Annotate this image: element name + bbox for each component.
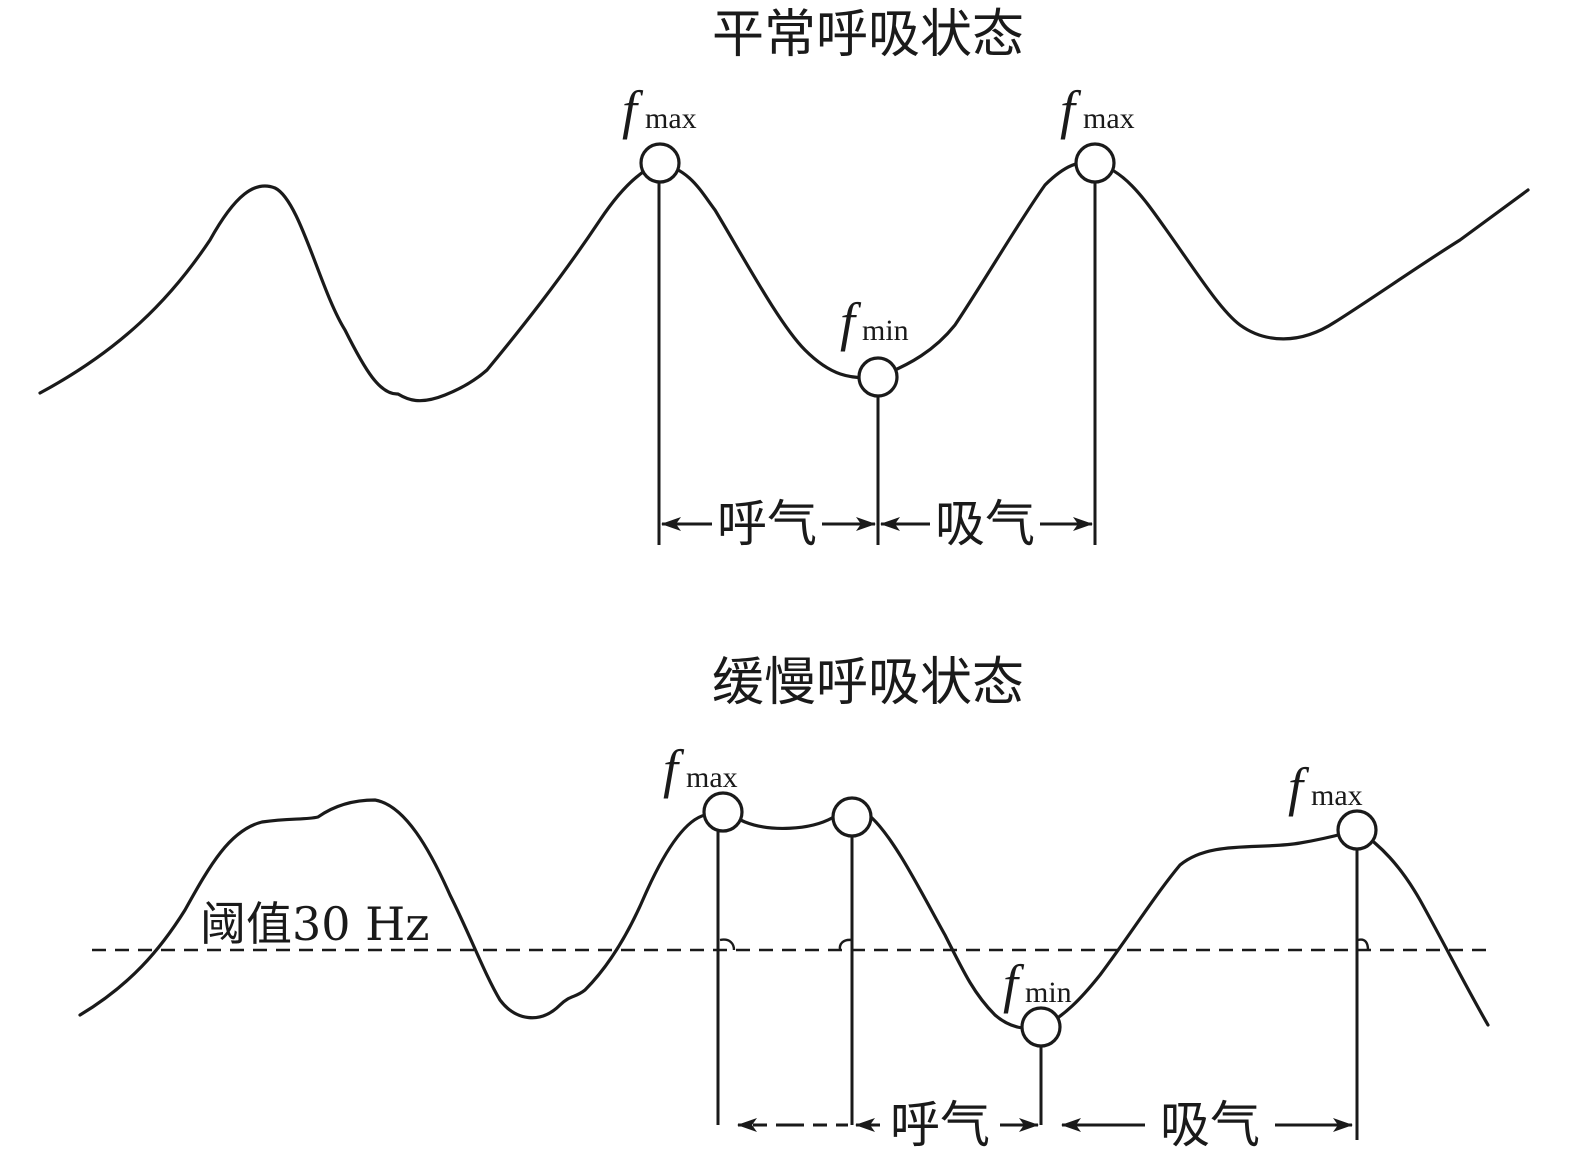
svg-text:f: f bbox=[1060, 80, 1082, 140]
threshold-cross-tick-2 bbox=[838, 938, 853, 951]
svg-text:f: f bbox=[1003, 954, 1025, 1014]
svg-text:min: min bbox=[862, 314, 909, 347]
normal-inhale-label: 吸气 bbox=[935, 495, 1035, 553]
fmin-label: f min bbox=[840, 292, 909, 352]
slow-panel-title: 缓慢呼吸状态 bbox=[712, 653, 1024, 713]
svg-text:f: f bbox=[622, 80, 644, 140]
normal-panel-title: 平常呼吸状态 bbox=[712, 5, 1024, 65]
svg-text:max: max bbox=[686, 761, 738, 794]
svg-text:f: f bbox=[840, 292, 862, 352]
normal-exhale-label: 呼气 bbox=[717, 495, 817, 553]
svg-text:max: max bbox=[1083, 102, 1135, 135]
normal-breathing-curve bbox=[38, 160, 1530, 403]
threshold-cross-tick-1 bbox=[719, 938, 736, 951]
slow-breathing-curve bbox=[78, 798, 1490, 1031]
fmax-2-label: f max bbox=[1060, 80, 1135, 140]
slow-fmax-1-marker bbox=[702, 791, 744, 833]
slow-fmax-1-label: f max bbox=[663, 739, 738, 799]
threshold-cross-tick-3 bbox=[1357, 938, 1370, 951]
svg-text:max: max bbox=[645, 102, 697, 135]
fmax-1-marker bbox=[639, 142, 681, 184]
threshold-label: 阈值30 Hz bbox=[200, 897, 430, 951]
slow-fmin-label: f min bbox=[1003, 954, 1072, 1014]
fmax-1-label: f max bbox=[622, 80, 697, 140]
fmin-marker bbox=[857, 356, 899, 398]
slow-fmax-2-marker bbox=[1336, 809, 1378, 851]
svg-text:f: f bbox=[663, 739, 685, 799]
svg-text:min: min bbox=[1025, 976, 1072, 1009]
slow-fmax-2-label: f max bbox=[1288, 757, 1363, 817]
svg-text:f: f bbox=[1288, 757, 1310, 817]
svg-text:max: max bbox=[1311, 779, 1363, 812]
slow-inhale-label: 吸气 bbox=[1160, 1096, 1260, 1154]
slow-second-peak-marker bbox=[831, 796, 873, 838]
slow-exhale-label: 呼气 bbox=[890, 1096, 990, 1154]
fmax-2-marker bbox=[1074, 142, 1116, 184]
slow-fmin-marker bbox=[1020, 1006, 1062, 1048]
